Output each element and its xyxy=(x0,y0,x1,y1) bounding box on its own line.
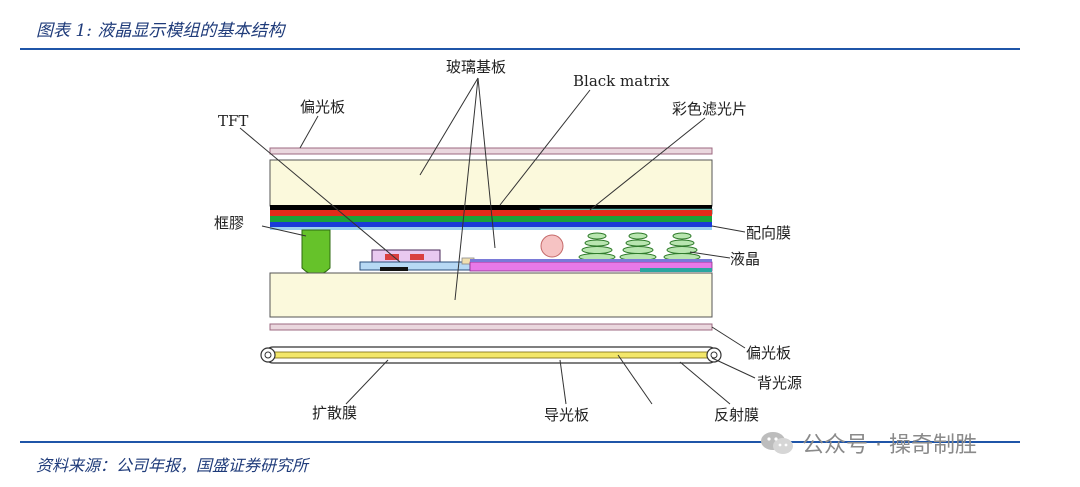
tft-element xyxy=(359,249,475,271)
label-tft: TFT xyxy=(218,112,248,130)
wechat-icon xyxy=(761,432,793,454)
watermark-text: 公众号 · 操奇制胜 xyxy=(802,433,977,458)
teal-strip xyxy=(640,268,712,272)
source-note: 资料来源：公司年报，国盛证券研究所 xyxy=(36,456,309,475)
title-rule xyxy=(20,48,1020,50)
label-liquid-crystal: 液晶 xyxy=(730,250,760,268)
liquid-crystal-stacks xyxy=(578,232,701,261)
label-reflector: 反射膜 xyxy=(714,406,759,424)
label-alignment-film: 配向膜 xyxy=(746,224,791,242)
top-glass-substrate xyxy=(269,159,713,207)
label-polarizer-bottom: 偏光板 xyxy=(746,344,791,362)
alignment-film-top xyxy=(270,227,712,230)
label-black-matrix: Black matrix xyxy=(573,72,670,90)
watermark: 公众号 · 操奇制胜 xyxy=(760,428,977,458)
bottom-alignment-film xyxy=(470,259,712,262)
blue-layer xyxy=(270,222,712,227)
bottom-polarizer xyxy=(269,323,713,331)
top-polarizer xyxy=(269,147,713,155)
backlight-lamp-left-core xyxy=(264,351,272,359)
label-glass-substrate: 玻璃基板 xyxy=(446,58,506,76)
leader-lines xyxy=(239,77,756,405)
green-layer xyxy=(270,216,712,222)
label-diffuser: 扩散膜 xyxy=(312,404,357,422)
source-rule xyxy=(20,441,1020,443)
spacer-ball xyxy=(540,234,564,258)
label-polarizer-top: 偏光板 xyxy=(300,98,345,116)
label-sealant: 框膠 xyxy=(214,214,244,232)
sealant-shape xyxy=(301,229,331,276)
label-backlight: 背光源 xyxy=(757,374,802,392)
label-light-guide: 导光板 xyxy=(544,406,589,424)
light-guide-plate xyxy=(271,351,711,359)
bottom-glass-substrate xyxy=(269,272,713,318)
backlight-lamp-right-core xyxy=(710,351,718,359)
label-color-filter: 彩色滤光片 xyxy=(672,100,747,118)
figure-title: 图表 1: 液晶显示模组的基本结构 xyxy=(36,21,285,41)
